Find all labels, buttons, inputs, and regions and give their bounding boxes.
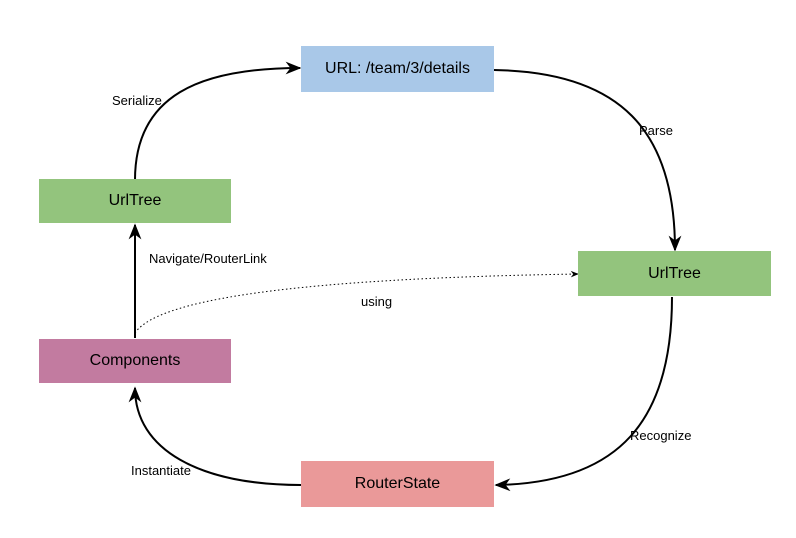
- edge-using: [134, 270, 579, 334]
- edge-parse: [493, 69, 682, 252]
- node-url: URL: /team/3/details: [301, 46, 494, 92]
- node-components: Components: [39, 339, 231, 383]
- label-instantiate: Instantiate: [131, 463, 191, 478]
- node-urltree-top: UrlTree: [39, 179, 231, 223]
- node-urltree-right: UrlTree: [578, 251, 771, 296]
- edge-recognize: [494, 296, 673, 492]
- label-parse: Parse: [639, 123, 673, 138]
- node-routerstate: RouterState: [301, 461, 494, 507]
- label-serialize: Serialize: [112, 93, 162, 108]
- label-using: using: [361, 294, 393, 309]
- edge-serialize: [134, 61, 302, 181]
- label-recognize: Recognize: [630, 428, 692, 443]
- edge-instantiate: [128, 386, 302, 486]
- label-navigate: Navigate/RouterLink: [149, 251, 267, 266]
